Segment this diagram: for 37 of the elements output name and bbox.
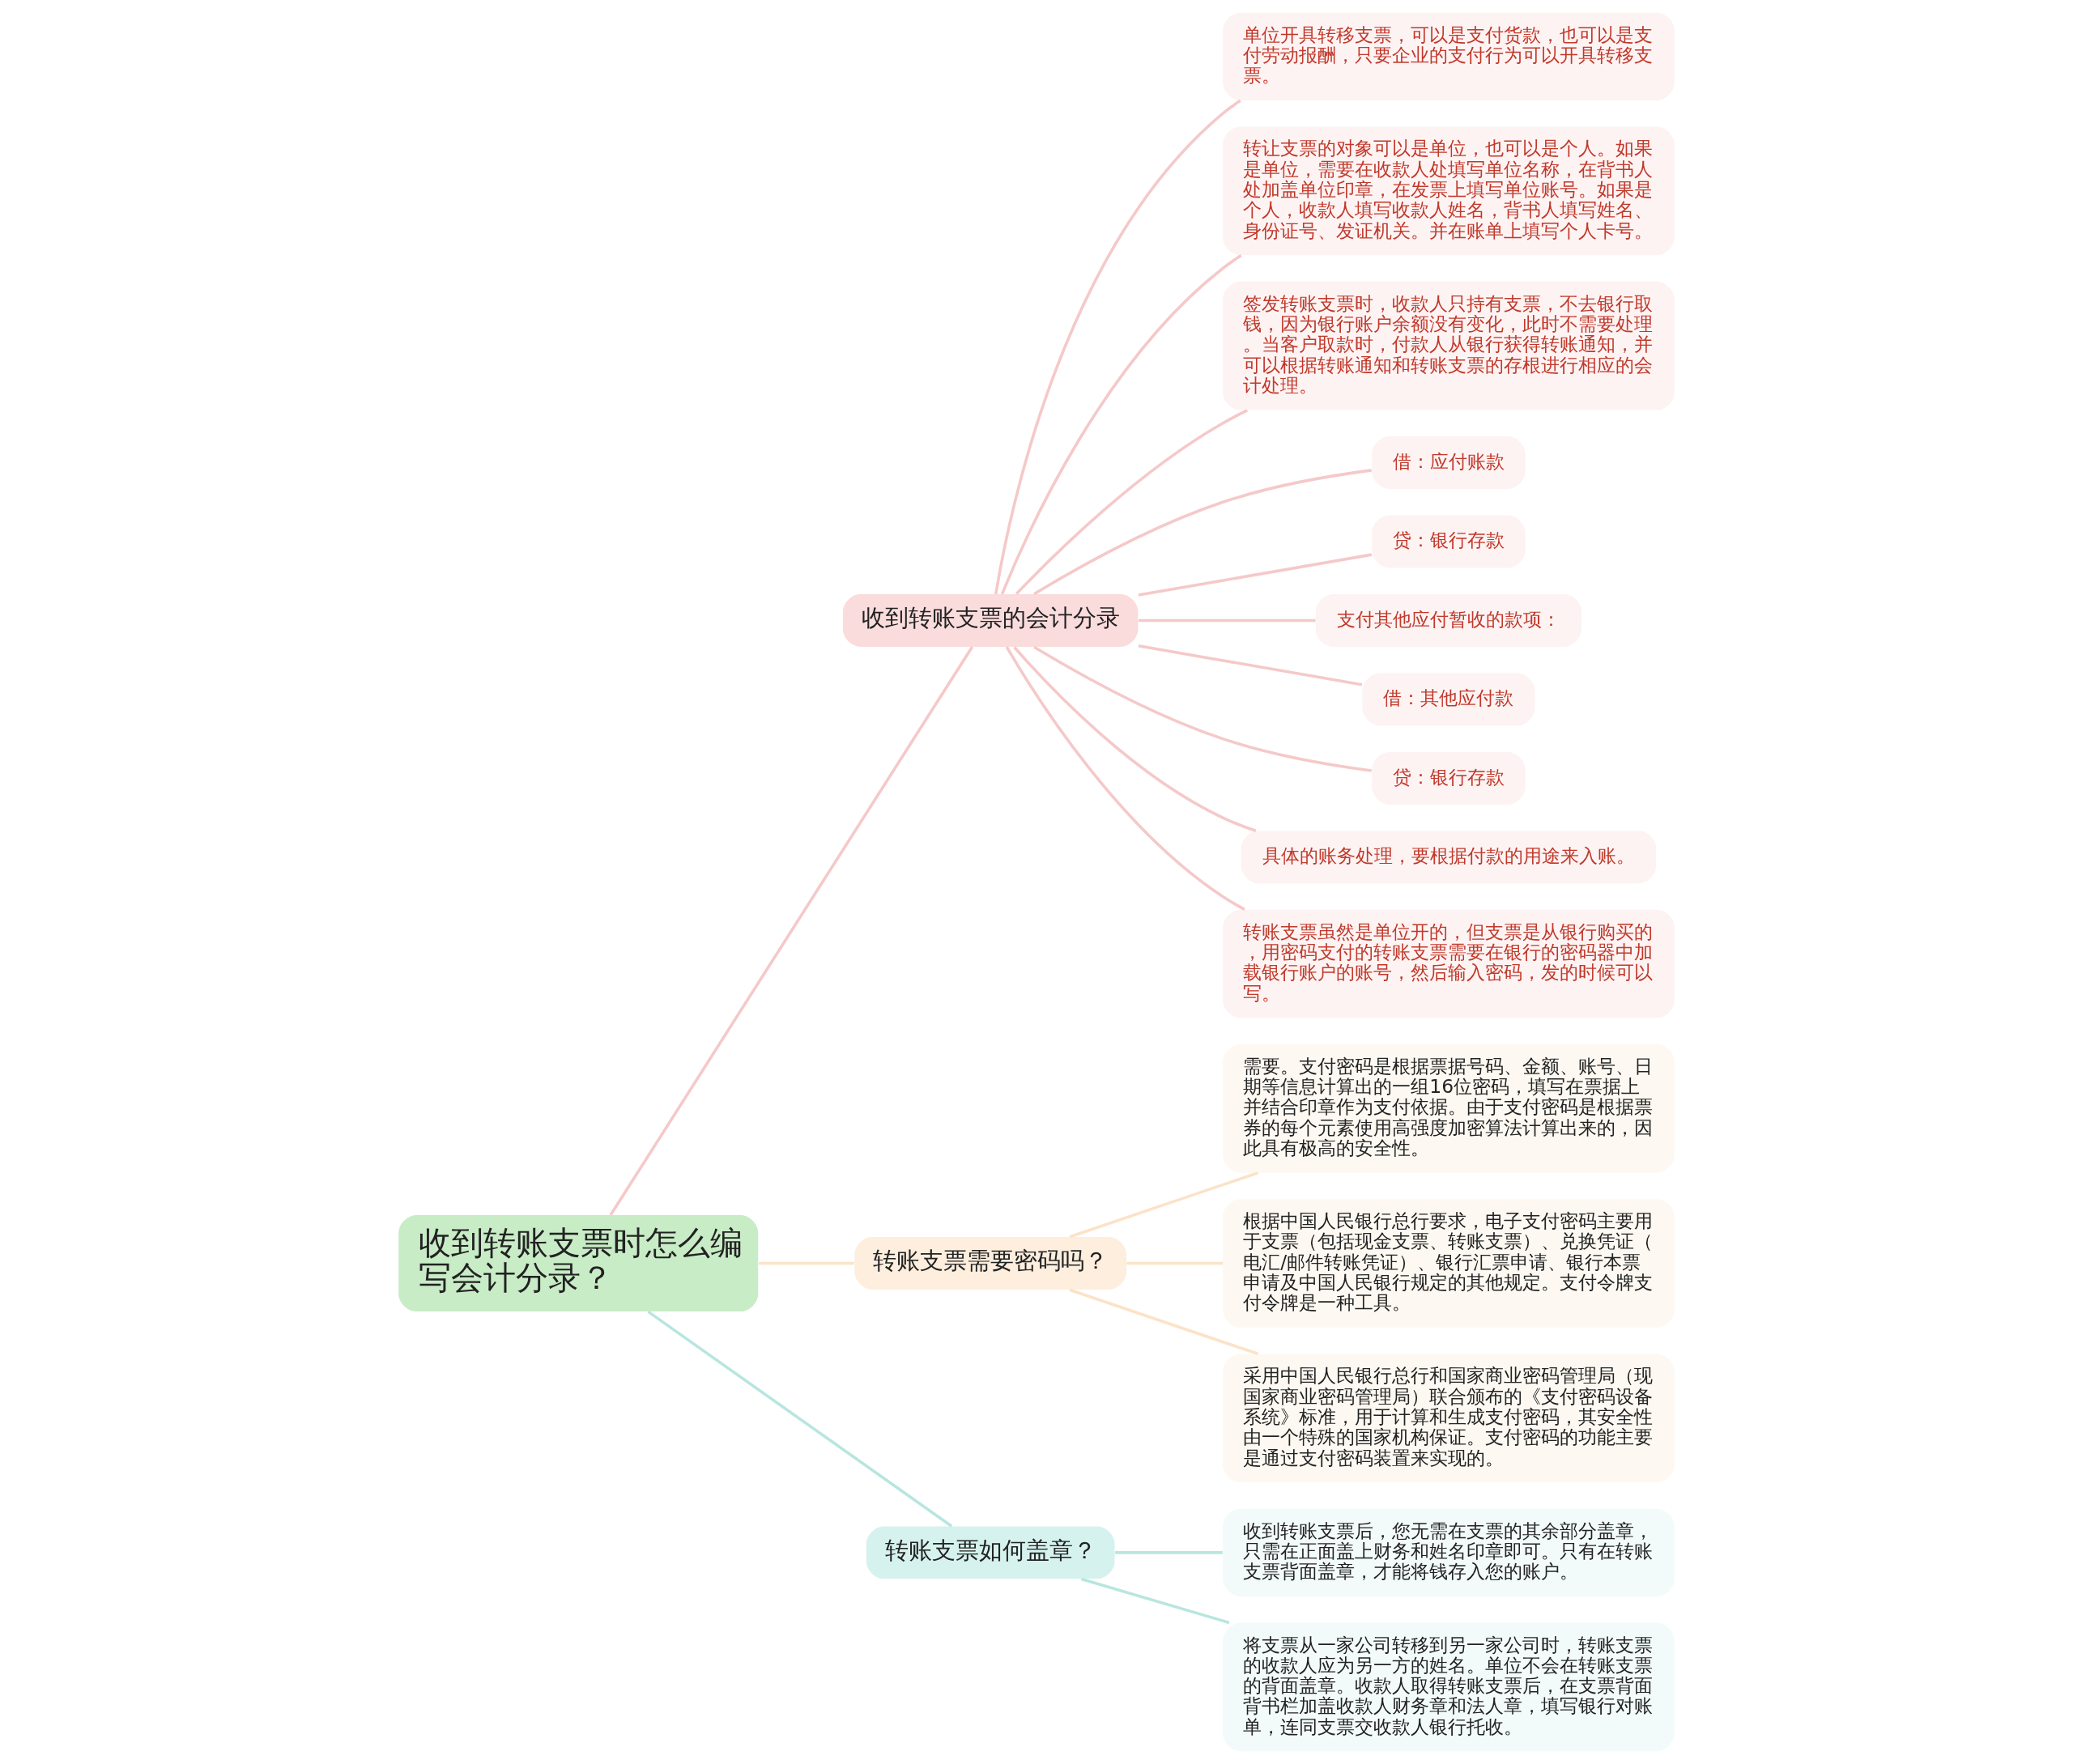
node-box: 借：应付账款: [1372, 436, 1526, 489]
connector: [1138, 618, 1316, 623]
node-box: 根据中国人民银行总行要求，电子支付密码主要用于支票（包括现金支票、转账支票）、兑换凭证（电汇/邮件转账凭证）、银行汇票申请、银行本票申请及中国人民银行规定的其他规定。支付令牌支付令牌是一种工具。: [1223, 1199, 1675, 1328]
connector: [1033, 469, 1372, 596]
connector: [1138, 644, 1363, 686]
node-box: 收到转账支票后，您无需在支票的其余部分盖章，只需在正面盖上财务和姓名印章即可。只有在转账支票背面盖章，才能将钱存入您的账户。: [1223, 1508, 1675, 1597]
connector: [609, 646, 974, 1216]
connector: [1000, 254, 1242, 595]
node-box: 转让支票的对象可以是单位，也可以是个人。如果是单位，需要在收款人处填写单位名称，在背书人处加盖单位印章，在发票上填写单位账号。如果是个人，收款人填写收款人姓名，背书人填写姓名、身份证号、发证机关。并在账单上填写个人卡号。: [1223, 126, 1675, 256]
node-box: 贷：银行存款: [1372, 751, 1526, 805]
connector: [1069, 1288, 1259, 1356]
connector: [1126, 1261, 1223, 1265]
node-box: 采用中国人民银行总行和国家商业密码管理局（现国家商业密码管理局）联合颁布的《支付密码设备系统》标准，用于计算和生成支付密码，其安全性由一个特殊的国家机构保证。支付密码的功能主要是通过支付密码装置来实现的。: [1223, 1354, 1675, 1483]
node-box: 单位开具转移支票，可以是支付货款，也可以是支付劳动报酬，只要企业的支付行为可以开具转移支票。: [1223, 12, 1675, 100]
connector: [1013, 646, 1257, 833]
node-box: 收到转账支票时怎么编写会计分录？: [398, 1215, 759, 1312]
node-box: 借：其他应付款: [1362, 673, 1535, 726]
node-box: 签发转账支票时，收款人只持有支票，不去银行取钱，因为银行账户余额没有变化，此时不需要处理。当客户取款时，付款人从银行获得转账通知，并可以根据转账通知和转账支票的存根进行相应的会计处理。: [1223, 281, 1675, 410]
connector: [1080, 1577, 1230, 1625]
node-box: 收到转账支票的会计分录: [842, 593, 1139, 647]
connector: [1069, 1171, 1259, 1239]
node-box: 具体的账务处理，要根据付款的用途来入账。: [1241, 831, 1657, 884]
node-box: 贷：银行存款: [1372, 515, 1526, 568]
connector: [647, 1310, 953, 1528]
node-box: 转账支票虽然是单位开的，但支票是从银行购买的，用密码支付的转账支票需要在银行的密码器中加载银行账户的账号，然后输入密码，发的时候可以写。: [1223, 909, 1675, 1018]
connector: [758, 1261, 854, 1265]
node-box: 转账支票需要密码吗？: [854, 1237, 1126, 1290]
node-box: 将支票从一家公司转移到另一家公司时，转账支票的收款人应为另一方的姓名。单位不会在转账支票的背面盖章。收款人取得转账支票后，在支票背面背书栏加盖收款人财务章和法人章，填写银行对账单，连同支票交收款人银行托收。: [1223, 1622, 1675, 1752]
connector: [1138, 553, 1373, 597]
connector: [994, 99, 1241, 595]
connector: [1015, 409, 1249, 595]
node-box: 需要。支付密码是根据票据号码、金额、账号、日期等信息计算出的一组16位密码，填写在票据上并结合印章作为支付依据。由于支付密码是根据票券的每个元素使用高强度加密算法计算出来的，因此具有极高的安全性。: [1223, 1044, 1675, 1173]
node-box: 转账支票如何盖章？: [866, 1526, 1115, 1579]
node-box: 支付其他应付暂收的款项：: [1315, 593, 1582, 647]
connector: [1115, 1551, 1223, 1554]
connector: [1033, 645, 1372, 772]
connector: [1005, 646, 1245, 912]
